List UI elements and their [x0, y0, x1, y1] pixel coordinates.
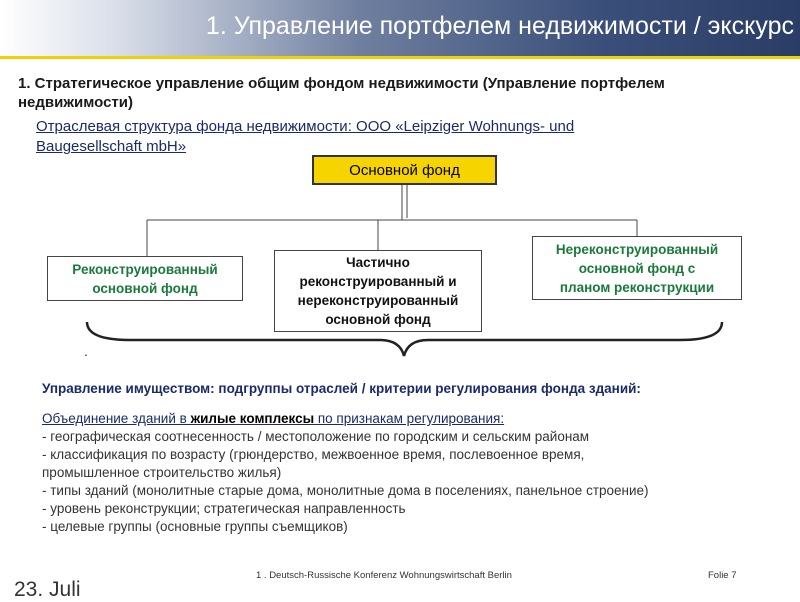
criteria-heading-post: по признакам регулирования:: [314, 411, 505, 426]
criteria-list-heading: Объединение зданий в жилые комплексы по …: [42, 410, 782, 428]
list-item: - классификация по возрасту (грюндерство…: [42, 447, 585, 462]
header-divider: [0, 56, 800, 59]
footer-slide-number: Folie 7: [708, 570, 737, 581]
box3-line2: основной фонд с: [578, 260, 696, 276]
footer-date: 23. Juli: [14, 578, 81, 601]
list-item: промышленное строительство жилья): [42, 465, 282, 480]
main-fund-label: Основной фонд: [349, 161, 460, 179]
box1-line2: основной фонд: [92, 280, 198, 296]
box2-line2: реконструированный и: [299, 274, 457, 289]
criteria-heading-pre: Объединение зданий в: [42, 411, 191, 426]
section-heading-line2: недвижимости): [18, 94, 133, 111]
stray-dot: .: [84, 343, 88, 359]
list-item: - уровень реконструкции; стратегическая …: [42, 501, 406, 516]
section-subtitle-line1: Отраслевая структура фонда недвижимости:…: [36, 118, 575, 135]
criteria-list: Объединение зданий в жилые комплексы по …: [42, 410, 782, 536]
box2-line3: нереконструированный: [297, 293, 459, 308]
box2-line1: Частично: [346, 255, 410, 270]
box1-line1: Реконструированный: [72, 261, 218, 277]
box3-line1: Нереконструированный: [555, 241, 719, 257]
list-item: - типы зданий (монолитные старые дома, м…: [42, 483, 649, 498]
footer-conference: 1 . Deutsch-Russische Konferenz Wohnungs…: [256, 570, 512, 581]
slide-title: 1. Управление портфелем недвижимости / э…: [205, 12, 794, 40]
box2-line4: основной фонд: [325, 312, 431, 327]
criteria-heading-bold: жилые комплексы: [190, 411, 315, 426]
header-bar: 1. Управление портфелем недвижимости / э…: [0, 0, 800, 56]
reconstructed-fund-box: Реконструированный основной фонд: [47, 256, 243, 301]
section-subtitle-line2: Baugesellschaft mbH»: [36, 138, 187, 155]
section-subtitle: Отраслевая структура фонда недвижимости:…: [36, 117, 726, 157]
section-heading: 1. Стратегическое управление общим фондо…: [18, 74, 788, 112]
unreconstructed-fund-box: Нереконструированный основной фонд с пла…: [532, 236, 742, 300]
main-fund-box: Основной фонд: [312, 155, 497, 185]
box3-line3: планом реконструкции: [559, 279, 715, 295]
section-heading-line1: 1. Стратегическое управление общим фондо…: [18, 75, 665, 92]
management-title: Управление имуществом: подгруппы отрасле…: [42, 381, 641, 396]
brace: [85, 321, 724, 357]
partially-reconstructed-fund-box: Частично реконструированный и нереконстр…: [274, 250, 482, 332]
list-item: - целевые группы (основные группы съемщи…: [42, 519, 348, 534]
list-item: - географическая соотнесенность / местоп…: [42, 429, 590, 444]
